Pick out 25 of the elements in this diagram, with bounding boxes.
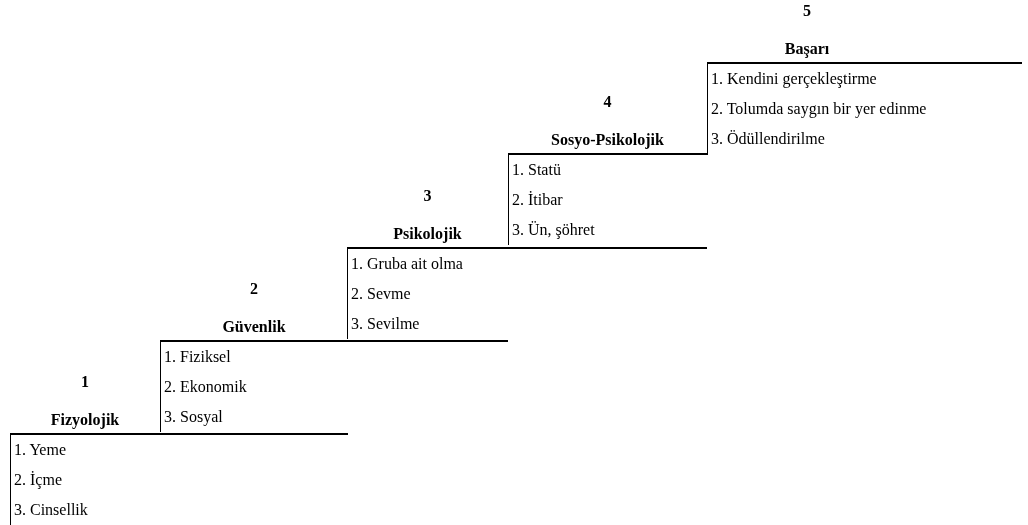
list-item: 3. Sosyal	[164, 407, 224, 428]
step-number: 3	[422, 186, 433, 206]
step-title: Sosyo-Psikolojik	[550, 130, 665, 151]
list-item: 1. Kendini gerçekleştirme	[711, 69, 878, 90]
step-title: Psikolojik	[392, 224, 463, 245]
list-item: 3. Ün, şöhret	[512, 220, 596, 241]
list-item: 2. İtibar	[512, 190, 564, 210]
step-number: 2	[249, 279, 259, 299]
step-title: Güvenlik	[221, 317, 287, 337]
list-item: 2. Ekonomik	[164, 377, 248, 397]
list-item: 1. Yeme	[14, 440, 67, 460]
step-number: 1	[80, 372, 90, 392]
step-number: 5	[802, 1, 812, 21]
list-item: 3. Cinsellik	[14, 500, 89, 520]
list-item: 2. İçme	[14, 470, 63, 491]
list-item: 1. Gruba ait olma	[351, 254, 464, 274]
step-title: Fizyolojik	[49, 410, 121, 431]
list-item: 3. Ödüllendirilme	[711, 129, 826, 149]
step-number: 4	[602, 92, 613, 112]
list-item: 3. Sevilme	[351, 314, 421, 334]
list-item: 1. Fiziksel	[164, 347, 232, 367]
list-item: 2. Sevme	[351, 284, 412, 304]
list-item: 2. Tolumda saygın bir yer edinme	[711, 99, 928, 120]
list-item: 1. Statü	[512, 160, 562, 180]
step-title: Başarı	[783, 39, 831, 60]
